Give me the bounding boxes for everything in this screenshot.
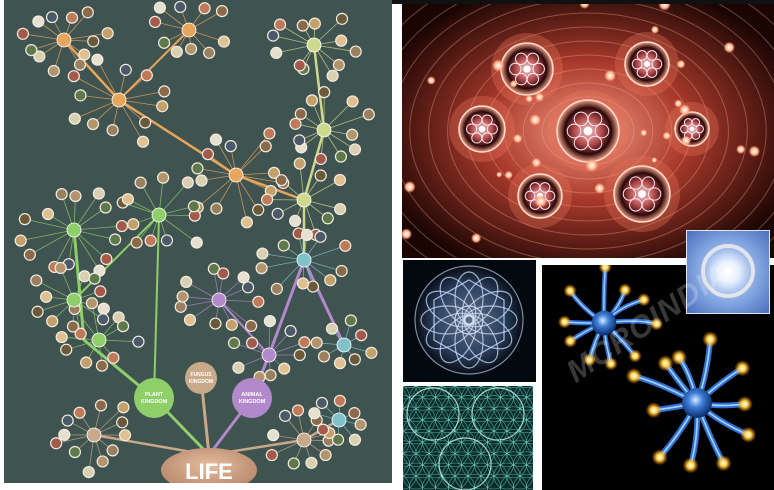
branch-hubs (56, 22, 352, 448)
sun-halo-illustration (687, 231, 769, 313)
flower-of-life-illustration (403, 386, 533, 490)
species-thumbnails (14, 0, 378, 479)
animal-kingdom-node: ANIMAL KINGDOM (232, 378, 272, 418)
plant-kingdom-label-2: KINGDOM (141, 399, 168, 405)
animal-kingdom-label-1: ANIMAL (241, 392, 263, 398)
tree-of-life-illustration: LIFE PLANT KINGDOM FUNGUS KINGDOM ANIMAL… (14, 0, 378, 483)
geometric-sphere-illustration (413, 264, 525, 376)
fungus-kingdom-label-2: KINGDOM (189, 379, 213, 385)
fungus-kingdom-node: FUNGUS KINGDOM (185, 362, 217, 394)
fractal-mandala-image (402, 4, 774, 258)
fungus-kingdom-label-1: FUNGUS (190, 372, 212, 378)
top-border (392, 0, 774, 4)
life-root-label: LIFE (185, 459, 233, 483)
flower-of-life-image (403, 386, 533, 490)
life-root-node (161, 448, 257, 483)
neuron-image (542, 265, 774, 490)
plant-kingdom-label-1: PLANT (145, 392, 164, 398)
plant-kingdom-node: PLANT KINGDOM (134, 378, 174, 418)
tree-of-life-image: LIFE PLANT KINGDOM FUNGUS KINGDOM ANIMAL… (4, 0, 392, 483)
fractal-mandala-illustration (402, 4, 774, 258)
geometric-sphere-image (403, 260, 536, 382)
neuron-illustration (557, 265, 757, 474)
animal-kingdom-label-2: KINGDOM (239, 399, 266, 405)
sun-halo-image (686, 230, 770, 314)
